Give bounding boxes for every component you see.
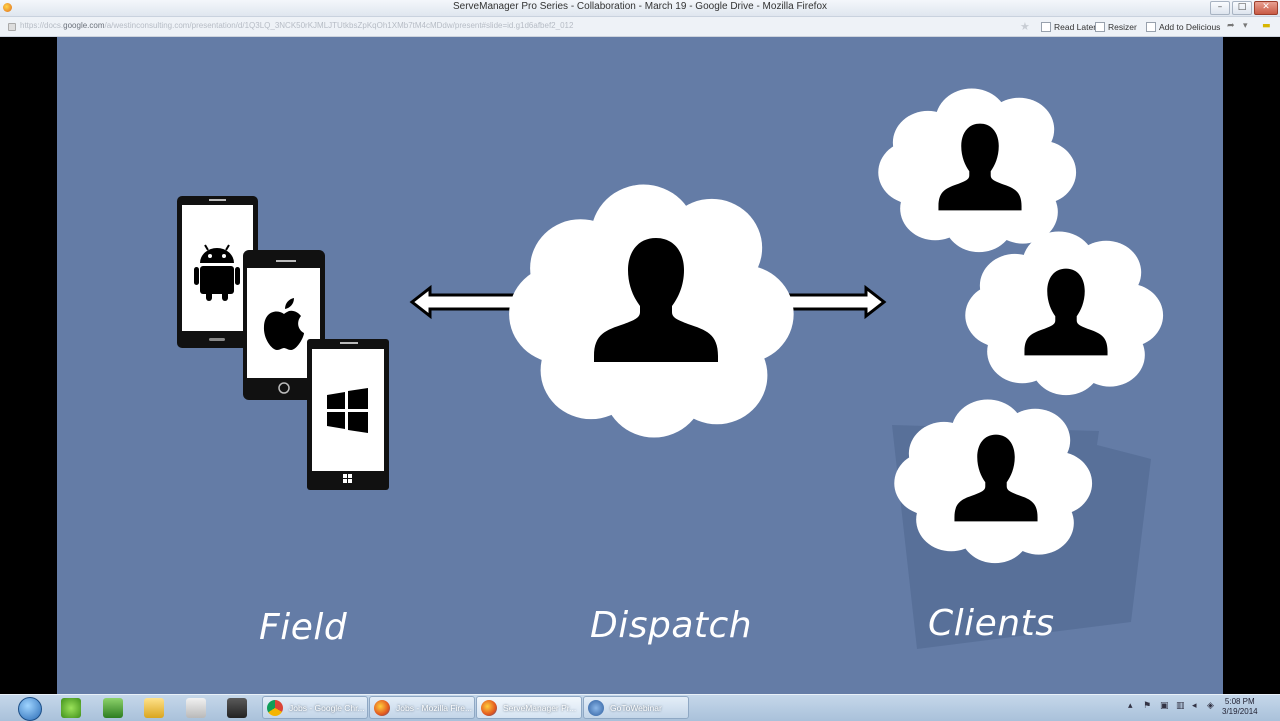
addon-read-later[interactable]: Read Later <box>1041 20 1096 33</box>
window-controls: – □ ✕ <box>1210 1 1278 15</box>
phones-group <box>177 196 389 490</box>
clock-date: 3/19/2014 <box>1222 707 1258 716</box>
addon-resizer[interactable]: Resizer <box>1095 20 1137 33</box>
taskbar: Jobs - Google Chr... Jobs - Mozilla Fire… <box>0 694 1280 721</box>
task-label: GoToWebinar <box>610 702 662 713</box>
dispatch-label: Dispatch <box>590 605 753 646</box>
maximize-button[interactable]: □ <box>1232 1 1252 15</box>
folder-icon[interactable] <box>144 698 164 718</box>
firefox-icon <box>481 699 497 716</box>
task-label: Jobs - Mozilla Fire... <box>396 702 473 713</box>
android-icon <box>194 244 240 301</box>
dropdown-icon[interactable]: ▾ <box>1243 21 1248 31</box>
addon-delicious[interactable]: Add to Delicious <box>1146 20 1220 33</box>
send-icon[interactable]: ➦ <box>1227 21 1235 31</box>
network-icon[interactable]: ▥ <box>1176 701 1185 711</box>
slide-graphics <box>177 88 1164 649</box>
address-bar: https://docs.google.com/a/westinconsulti… <box>0 17 1280 37</box>
field-label: Field <box>259 607 348 648</box>
gotowebinar-icon <box>588 699 604 716</box>
volume-icon[interactable]: ◂ <box>1192 701 1197 711</box>
window-titlebar: ServeManager Pro Series - Collaboration … <box>0 0 1280 17</box>
close-button[interactable]: ✕ <box>1254 1 1278 15</box>
app-green-icon[interactable] <box>103 698 123 718</box>
firefox-icon[interactable] <box>3 3 12 12</box>
addon-label: Read Later <box>1054 21 1097 32</box>
security-icon[interactable]: ◈ <box>1207 701 1214 711</box>
windows-icon <box>327 388 368 433</box>
tool-icon[interactable] <box>186 698 206 718</box>
url-domain: google.com <box>63 21 105 30</box>
document-app-icon[interactable] <box>227 698 247 718</box>
tray-app-icon[interactable]: ▣ <box>1160 701 1169 711</box>
windows-phone <box>307 339 389 490</box>
delicious-icon <box>1146 21 1156 32</box>
system-clock[interactable]: 5:08 PM 3/19/2014 <box>1222 697 1258 717</box>
taskbar-button-firefox-jobs[interactable]: Jobs - Mozilla Fire... <box>369 696 475 719</box>
taskbar-button-gotowebinar[interactable]: GoToWebinar <box>583 696 689 719</box>
presentation-stage: Field Dispatch Clients <box>0 37 1280 694</box>
tray-expand-icon[interactable]: ▴ <box>1128 701 1133 711</box>
task-label: Jobs - Google Chr... <box>289 702 365 713</box>
evernote-icon[interactable] <box>61 698 81 718</box>
taskbar-button-firefox-servemanager[interactable]: ServeManager Pr... <box>476 696 582 719</box>
resizer-icon <box>1095 21 1105 32</box>
window-title: ServeManager Pro Series - Collaboration … <box>452 1 828 12</box>
start-button[interactable] <box>18 697 42 721</box>
firefox-icon <box>374 699 390 716</box>
read-later-icon <box>1041 21 1051 32</box>
iphone <box>243 250 325 400</box>
url-prefix: https://docs. <box>20 21 64 30</box>
task-label: ServeManager Pr... <box>503 702 577 713</box>
url-path: /a/westinconsulting.com/presentation/d/1… <box>104 21 574 30</box>
android-phone <box>177 196 258 348</box>
addon-label: Add to Delicious <box>1159 21 1221 32</box>
notes-icon[interactable]: ▬ <box>1262 21 1271 31</box>
taskbar-button-chrome[interactable]: Jobs - Google Chr... <box>262 696 368 719</box>
apple-icon <box>263 298 304 350</box>
minimize-button[interactable]: – <box>1210 1 1230 15</box>
site-identity-icon[interactable] <box>8 23 16 31</box>
bookmark-star-icon[interactable]: ★ <box>1020 20 1030 33</box>
slide[interactable]: Field Dispatch Clients <box>57 37 1223 694</box>
flag-icon[interactable]: ⚑ <box>1143 701 1152 711</box>
chrome-icon <box>267 699 283 716</box>
clients-label: Clients <box>928 603 1055 644</box>
clock-time: 5:08 PM <box>1224 697 1255 706</box>
url-field[interactable]: https://docs.google.com/a/westinconsulti… <box>20 21 573 30</box>
addon-label: Resizer <box>1108 21 1137 32</box>
